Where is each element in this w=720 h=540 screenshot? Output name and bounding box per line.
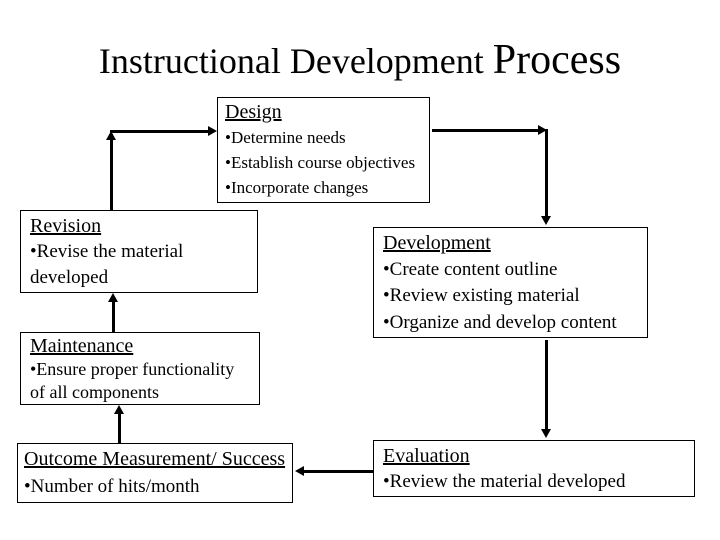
arrow-revision-to-design-vertical-line	[110, 134, 113, 210]
arrow-design-to-development-vertical-line	[545, 129, 548, 217]
design-box-title: Design	[225, 101, 282, 123]
slide-title-emphasis: Process	[492, 37, 622, 83]
development-bullet: •Organize and develop content	[383, 311, 617, 333]
slide-title-main: Instructional Development	[98, 41, 484, 81]
design-bullet: •Incorporate changes	[225, 178, 369, 197]
development-bullet: •Review existing material	[383, 285, 580, 306]
outcome-measurement-box-title: Outcome Measurement/ Success	[24, 448, 286, 470]
maintenance-bullet: •Ensure proper functionality of all comp…	[30, 359, 235, 402]
arrow-outcome-to-maintenance-up-arrowhead-icon	[114, 405, 124, 414]
arrow-evaluation-to-outcome-horizontal-line	[304, 470, 373, 473]
maintenance-box: Maintenance •Ensure proper functionality…	[20, 332, 260, 405]
development-box-title: Development	[383, 232, 491, 254]
revision-box-title: Revision	[30, 215, 102, 237]
outcome-measurement-box: Outcome Measurement/ Success •Number of …	[17, 443, 293, 503]
arrow-revision-to-design-horizontal-line	[110, 130, 208, 133]
evaluation-box-title: Evaluation	[383, 445, 470, 467]
outcome-measurement-bullet: •Number of hits/month	[24, 476, 200, 497]
development-box: Development •Create content outline •Rev…	[373, 227, 648, 338]
arrow-design-to-development-down-arrowhead-icon	[541, 216, 551, 225]
development-bullet: •Create content outline	[383, 258, 558, 280]
evaluation-bullet: •Review the material developed	[383, 471, 626, 492]
maintenance-box-title: Maintenance	[30, 335, 134, 357]
arrow-development-to-evaluation-down-arrowhead-icon	[541, 429, 551, 438]
arrow-revision-to-design-right-arrowhead-icon	[208, 126, 217, 136]
arrow-maintenance-to-revision-up-arrowhead-icon	[108, 293, 118, 302]
arrow-revision-to-design-up-arrowhead-icon	[106, 131, 116, 140]
revision-bullet: •Revise the material developed	[30, 241, 184, 288]
arrow-design-to-development-horizontal-line	[432, 129, 538, 132]
revision-box: Revision •Revise the material developed	[20, 210, 258, 293]
evaluation-box: Evaluation •Review the material develope…	[373, 440, 695, 497]
arrow-development-to-evaluation-vertical-line	[545, 340, 548, 429]
slide-title: Instructional Development Process	[0, 36, 720, 84]
design-box: Design •Determine needs •Establish cours…	[217, 97, 430, 203]
arrow-maintenance-to-revision-vertical-line	[112, 301, 115, 332]
design-bullet: •Establish course objectives	[225, 153, 416, 172]
design-bullet: •Determine needs	[225, 128, 346, 147]
arrow-design-to-development-right-arrowhead-icon	[538, 125, 547, 135]
arrow-evaluation-to-outcome-left-arrowhead-icon	[295, 466, 304, 476]
arrow-outcome-to-maintenance-vertical-line	[118, 413, 121, 443]
